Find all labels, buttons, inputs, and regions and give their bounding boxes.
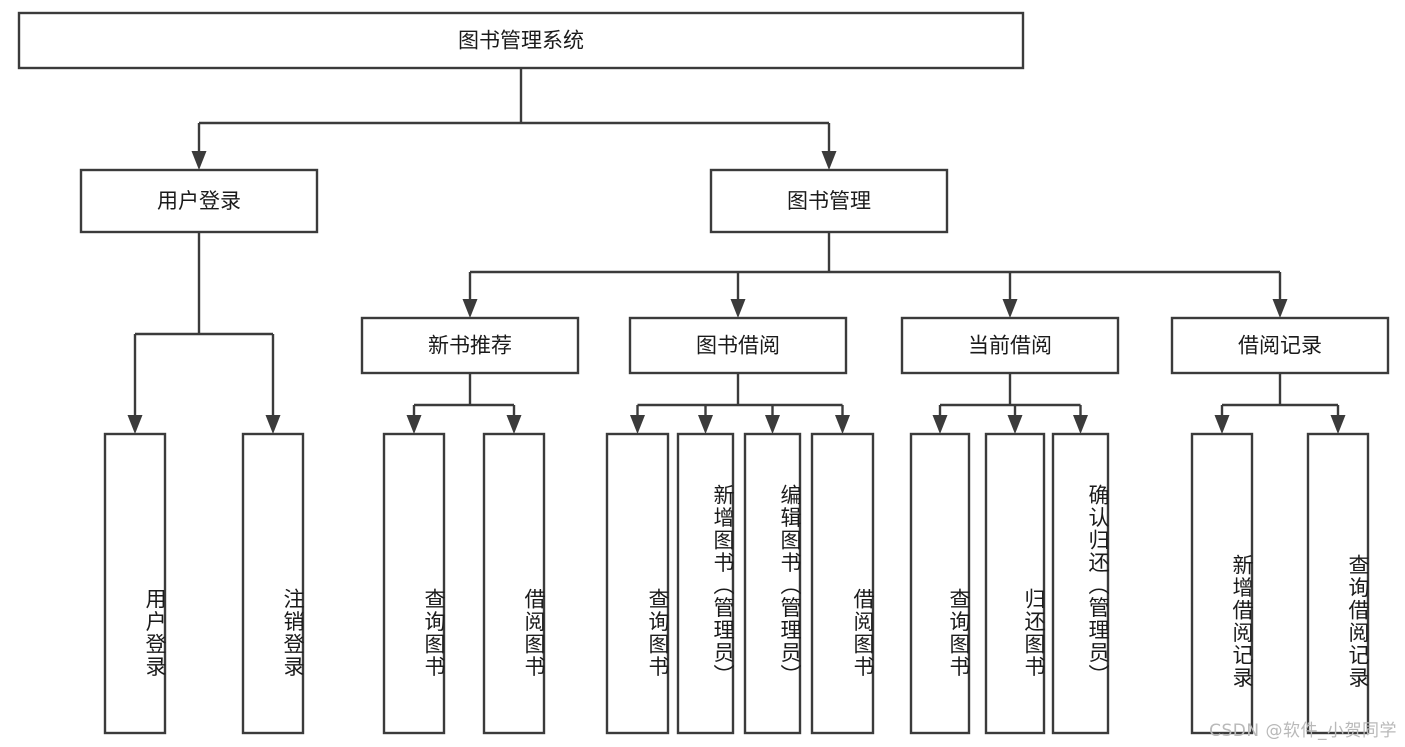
connectors-layer	[127, 68, 1346, 434]
arrow-head-icon	[630, 415, 645, 434]
arrow-head-icon	[265, 415, 281, 434]
node-box-level2-3[interactable]	[1170, 316, 1390, 375]
arrow-head-icon	[127, 415, 143, 434]
node-box-leaf-9[interactable]	[984, 432, 1046, 735]
watermark-text: CSDN @软件_小贺同学	[1209, 721, 1397, 741]
arrow-head-icon	[698, 415, 713, 434]
arrow-head-icon	[765, 415, 780, 434]
arrow-head-icon	[406, 415, 422, 434]
arrow-head-icon	[462, 299, 478, 318]
arrow-head-icon	[1330, 415, 1346, 434]
arrow-head-icon	[1002, 299, 1018, 318]
node-box-leaf-5[interactable]	[676, 432, 735, 735]
arrow-head-icon	[506, 415, 522, 434]
node-box-leaf-11[interactable]	[1190, 432, 1254, 735]
node-label-level2-3: 借阅记录	[1238, 334, 1322, 358]
arrow-head-icon	[1073, 415, 1088, 434]
arrow-head-icon	[1007, 415, 1023, 434]
node-box-level2-0[interactable]	[360, 316, 580, 375]
arrow-head-icon	[1272, 299, 1288, 318]
node-label-level2-0: 新书推荐	[428, 334, 512, 358]
node-label-level1-1: 图书管理	[787, 189, 871, 213]
node-box-level2-1[interactable]	[628, 316, 848, 375]
arrow-head-icon	[835, 415, 850, 434]
node-box-level1-0[interactable]	[79, 168, 319, 234]
node-label-level2-2: 当前借阅	[968, 334, 1052, 358]
node-box-leaf-0[interactable]	[103, 432, 167, 735]
arrow-head-icon	[1214, 415, 1230, 434]
node-box-leaf-1[interactable]	[241, 432, 305, 735]
node-box-leaf-7[interactable]	[810, 432, 875, 735]
node-label-level2-1: 图书借阅	[696, 334, 780, 358]
arrow-head-icon	[191, 151, 207, 170]
node-label-level1-0: 用户登录	[157, 189, 241, 213]
node-box-leaf-6[interactable]	[743, 432, 802, 735]
node-box-root[interactable]	[17, 11, 1025, 70]
arrow-head-icon	[821, 151, 837, 170]
node-box-leaf-10[interactable]	[1051, 432, 1110, 735]
node-box-leaf-8[interactable]	[909, 432, 971, 735]
node-box-level1-1[interactable]	[709, 168, 949, 234]
node-box-leaf-12[interactable]	[1306, 432, 1370, 735]
arrow-head-icon	[730, 299, 746, 318]
arrow-head-icon	[932, 415, 948, 434]
node-box-leaf-2[interactable]	[382, 432, 446, 735]
boxes-layer	[17, 11, 1390, 735]
node-box-level2-2[interactable]	[900, 316, 1120, 375]
node-box-leaf-4[interactable]	[605, 432, 670, 735]
node-label-root: 图书管理系统	[458, 29, 584, 53]
node-box-leaf-3[interactable]	[482, 432, 546, 735]
